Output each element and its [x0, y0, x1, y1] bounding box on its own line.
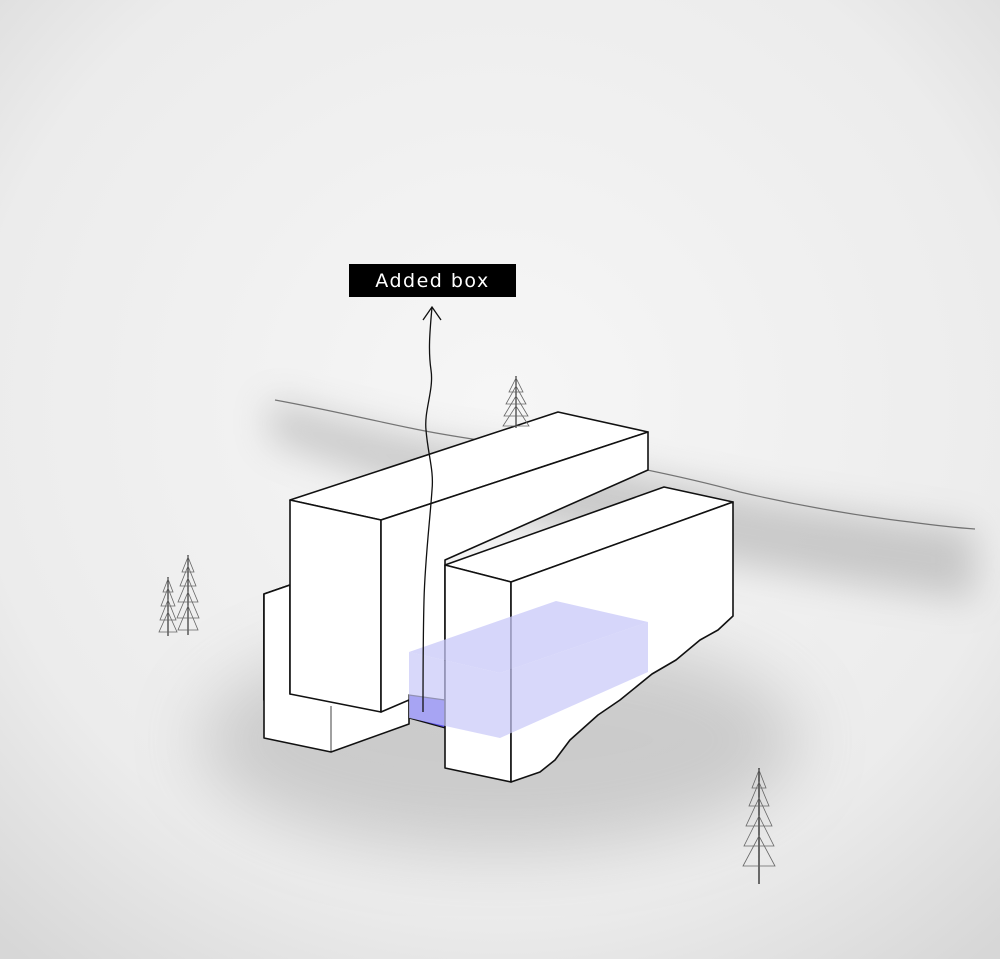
added-box-top [409, 601, 648, 673]
added-box-right-face [500, 622, 648, 738]
tree-icon [502, 376, 530, 428]
added-box-label: Added box [349, 264, 516, 297]
added-box [409, 601, 648, 738]
arrow-icon [422, 305, 442, 713]
tree-icon [176, 555, 200, 635]
added-box-left-face [409, 652, 500, 738]
tree-icon [158, 577, 178, 636]
tree-icon [742, 768, 776, 884]
main-rear-block [289, 411, 649, 713]
